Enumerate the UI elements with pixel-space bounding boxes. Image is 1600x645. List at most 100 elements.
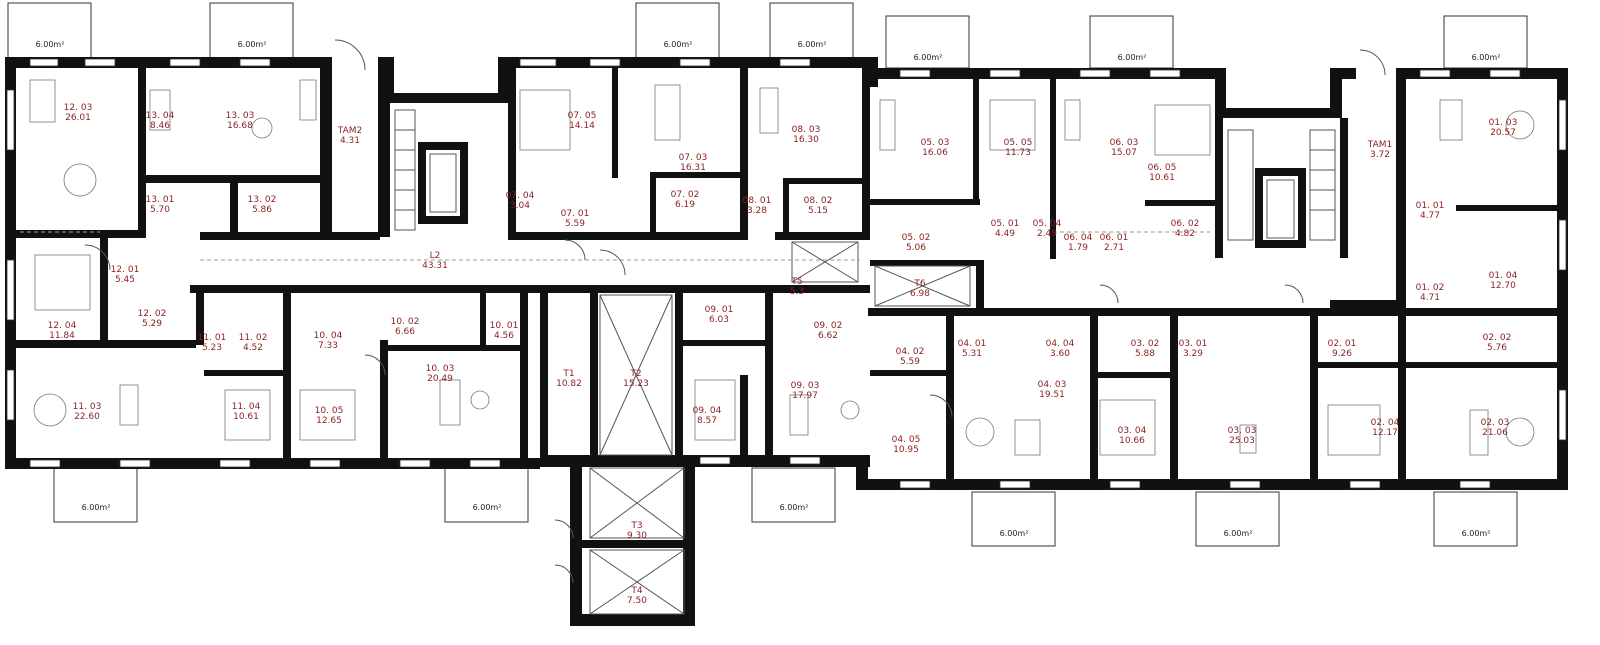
- balcony-area-label: 6.00m²: [664, 40, 693, 49]
- room-id-label: 01. 04: [1489, 271, 1518, 281]
- details: [20, 39, 1535, 615]
- room-area-label: 3.04: [510, 201, 530, 211]
- room-id-label: 01. 03: [1489, 118, 1518, 128]
- room-area-label: 14.14: [569, 121, 595, 131]
- room-id-label: 07. 02: [671, 190, 700, 200]
- balconies-bottom: [53, 467, 1518, 547]
- room-id-label: T4: [630, 586, 642, 596]
- room-area-label: 16.06: [922, 148, 948, 158]
- room-area-label: 12.70: [1490, 281, 1516, 291]
- room-id-label: T6: [913, 279, 925, 289]
- room-id-label: 12. 02: [138, 309, 167, 319]
- room-area-label: 15.23: [623, 379, 649, 389]
- room-id-label: 06. 01: [1100, 233, 1129, 243]
- room-id-label: 10. 05: [315, 406, 344, 416]
- balcony: [444, 467, 529, 523]
- room-area-label: 4.49: [995, 229, 1015, 239]
- room-area-label: 5.45: [115, 275, 135, 285]
- room-area-label: 5.59: [900, 357, 920, 367]
- room-area-label: 16.68: [227, 121, 253, 131]
- room-id-label: 04. 02: [896, 347, 925, 357]
- room-id-label: 11. 02: [239, 333, 268, 343]
- room-id-label: 04. 03: [1038, 380, 1067, 390]
- room-id-label: 01. 02: [1416, 283, 1445, 293]
- room-area-label: 6.62: [818, 331, 838, 341]
- room-area-label: 5.70: [150, 205, 170, 215]
- balcony-area-label: 6.00m²: [780, 503, 809, 512]
- room-area-label: 16.31: [680, 163, 706, 173]
- windows: [6, 58, 1567, 489]
- room-area-label: 12.17: [1372, 428, 1398, 438]
- room-area-label: 5.88: [1135, 349, 1155, 359]
- room-area-label: 3.28: [747, 206, 767, 216]
- room-id-label: 05. 04: [1033, 219, 1062, 229]
- room-id-label: 02. 03: [1481, 418, 1510, 428]
- room-area-label: 2.49: [1037, 229, 1057, 239]
- room-area-label: 20.57: [1490, 128, 1516, 138]
- balcony: [971, 491, 1056, 547]
- room-area-label: 5.29: [142, 319, 162, 329]
- room-id-label: 12. 04: [48, 321, 77, 331]
- room-area-label: 5.15: [808, 206, 828, 216]
- balcony-labels: 6.00m² 6.00m² 6.00m² 6.00m² 6.00m² 6.00m² 6.00…: [36, 40, 1501, 538]
- room-area-label: 12.65: [316, 416, 342, 426]
- room-id-label: 08. 01: [743, 196, 772, 206]
- room-id-label: TAM1: [1367, 140, 1392, 150]
- room-area-label: 10.66: [1119, 436, 1145, 446]
- room-id-label: T3: [630, 521, 642, 531]
- room-area-label: 4.52: [243, 343, 263, 353]
- room-id-label: L2: [430, 251, 441, 261]
- room-area-label: 10.61: [1149, 173, 1175, 183]
- room-area-label: 9.30: [627, 531, 647, 541]
- room-area-label: 9.26: [1332, 349, 1352, 359]
- balcony: [769, 2, 854, 59]
- room-id-label: 04. 01: [958, 339, 987, 349]
- room-id-label: 08. 02: [804, 196, 833, 206]
- balcony-area-label: 6.00m²: [914, 53, 943, 62]
- room-id-label: 03. 04: [1118, 426, 1147, 436]
- room-area-label: 5.86: [252, 205, 272, 215]
- room-id-label: 06. 04: [1064, 233, 1093, 243]
- balcony: [1433, 491, 1518, 547]
- room-id-label: 07. 04: [506, 191, 535, 201]
- room-id-label: 01. 01: [1416, 201, 1445, 211]
- room-id-label: 02. 02: [1483, 333, 1512, 343]
- room-area-label: 4.77: [1420, 211, 1440, 221]
- room-area-label: 5.76: [1487, 343, 1507, 353]
- room-id-label: 07. 01: [561, 209, 590, 219]
- room-area-label: 6.19: [675, 200, 695, 210]
- room-id-label: 06. 02: [1171, 219, 1200, 229]
- room-area-label: 15.07: [1111, 148, 1137, 158]
- room-area-label: 4.31: [340, 136, 360, 146]
- room-area-label: 8.46: [150, 121, 170, 131]
- balcony-area-label: 6.00m²: [1462, 529, 1491, 538]
- room-area-label: 10.95: [893, 445, 919, 455]
- balcony-area-label: 6.00m²: [82, 503, 111, 512]
- room-area-label: 20.49: [427, 374, 453, 384]
- room-id-label: 03. 03: [1228, 426, 1257, 436]
- room-area-label: 19.51: [1039, 390, 1065, 400]
- room-area-label: 7.50: [627, 596, 647, 606]
- room-id-label: 02. 04: [1371, 418, 1400, 428]
- balcony: [1195, 491, 1280, 547]
- room-area-label: 10.82: [556, 379, 582, 389]
- room-area-label: 3.29: [1183, 349, 1203, 359]
- room-id-label: 03. 02: [1131, 339, 1160, 349]
- room-id-label: 06. 05: [1148, 163, 1177, 173]
- room-area-label: 11.73: [1005, 148, 1031, 158]
- room-id-label: 05. 05: [1004, 138, 1033, 148]
- room-area-label: 26.01: [65, 113, 91, 123]
- room-area-label: 6.03: [709, 315, 729, 325]
- room-area-label: 17.97: [792, 391, 818, 401]
- room-id-label: 12. 01: [111, 265, 140, 275]
- room-area-label: 2.71: [1104, 243, 1124, 253]
- room-area-label: 5.23: [202, 343, 222, 353]
- balcony-area-label: 6.00m²: [1000, 529, 1029, 538]
- room-id-label: 13. 03: [226, 111, 255, 121]
- balcony-area-label: 6.00m²: [798, 40, 827, 49]
- room-id-label: 03. 01: [1179, 339, 1208, 349]
- room-id-label: 08. 03: [792, 125, 821, 135]
- room-id-label: 11. 04: [232, 402, 261, 412]
- balcony: [1089, 15, 1174, 69]
- balcony: [209, 2, 294, 59]
